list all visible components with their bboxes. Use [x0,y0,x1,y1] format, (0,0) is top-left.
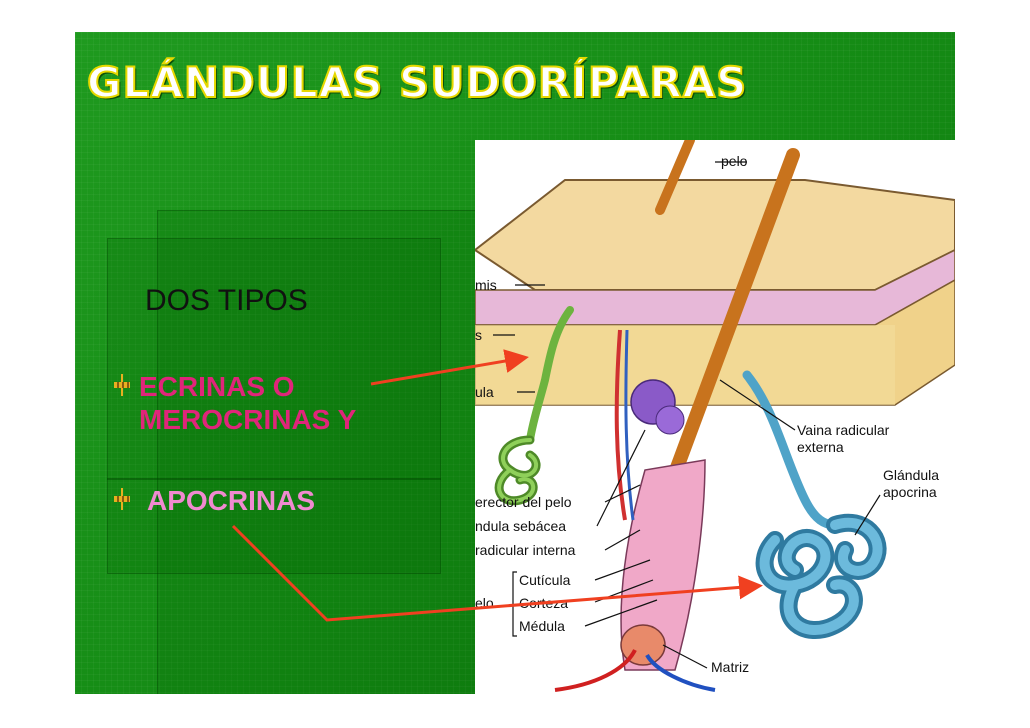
label-corteza: Corteza [519,595,568,611]
label-dermis: s [475,327,482,343]
slide-title: GLÁNDULAS SUDORÍPARAS [87,58,747,107]
slide: GLÁNDULAS SUDORÍPARAS DOS TIPOS ECRINAS … [75,32,955,694]
skin-anatomy-diagram: pelo mis s ula erector del pelo ndula se… [475,140,955,694]
decorative-panel [107,238,441,480]
label-apocrina-1: Glándula [883,467,939,483]
label-sebacea: ndula sebácea [475,518,566,534]
label-matriz: Matriz [711,659,749,675]
label-vaina-2: externa [797,439,844,455]
label-apocrina-2: apocrina [883,484,937,500]
label-pelo-side: elo [475,595,494,611]
label-radicular-interna: radicular interna [475,542,576,558]
subtitle: DOS TIPOS [145,284,308,318]
skin-surface [475,180,955,290]
bullet-icon [111,374,133,396]
label-epidermis: mis [475,277,497,293]
label-vaina-1: Vaina radicular [797,422,890,438]
label-medula: Médula [519,618,565,634]
hair-layers-bracket [513,572,517,636]
label-pelo-top: pelo [721,153,748,169]
label-glandula: ula [475,384,494,400]
bullet-icon [111,488,133,510]
bullet-ecrinas: ECRINAS O MEROCRINAS Y [111,370,409,436]
bullet-apocrinas-text: APOCRINAS [147,484,315,517]
bullet-ecrinas-text: ECRINAS O MEROCRINAS Y [139,370,409,436]
label-erector: erector del pelo [475,494,572,510]
label-cuticula: Cutícula [519,572,571,588]
bullet-apocrinas: APOCRINAS [111,484,315,517]
